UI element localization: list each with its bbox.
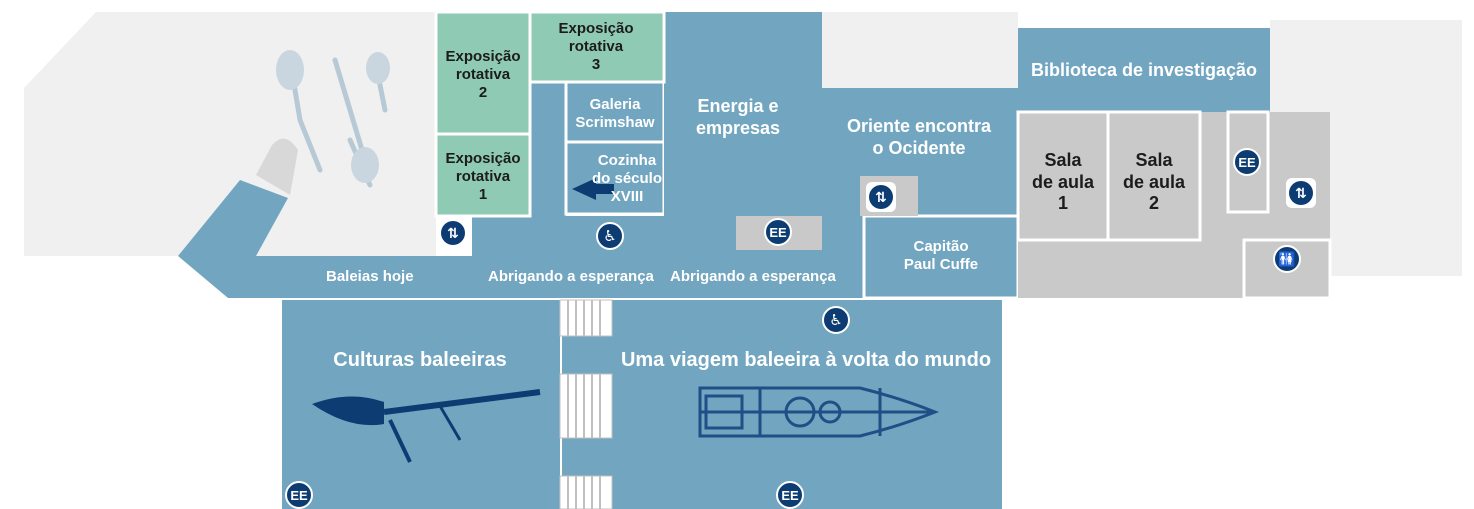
viagem-hall <box>562 300 1002 509</box>
exp2-line2: rotativa <box>455 66 511 83</box>
exp3-line1: Exposição <box>558 20 634 37</box>
label-uma-viagem-baleeira: Uma viagem baleeira à volta do mundo <box>620 349 992 371</box>
galeria-line1: Galeria <box>589 96 641 113</box>
accessible-icon: ♿ <box>596 222 624 250</box>
energia-line1: Energia e <box>697 96 779 116</box>
exp1-line1: Exposição <box>445 150 521 167</box>
cozinha-room <box>564 140 666 216</box>
accessible-icon: ♿ <box>822 306 850 334</box>
emergency-exit-icon: EE <box>764 218 792 246</box>
capitao-line2: Paul Cuffe <box>903 256 979 273</box>
sala2-line3: 2 <box>1148 193 1159 214</box>
exp1-room <box>434 132 532 218</box>
west-wing-background <box>24 12 436 256</box>
label-galeria-scrimshaw: Galeria Scrimshaw <box>566 96 664 132</box>
elevator-box: ⇅ <box>866 182 896 212</box>
sala2-room <box>1106 110 1202 242</box>
exp3-room <box>528 10 666 84</box>
elevator-box: ⇅ <box>1286 178 1316 208</box>
emergency-exit-icon: EE <box>776 481 804 509</box>
vertical-corridor <box>530 82 566 222</box>
biblioteca-room <box>1018 28 1270 112</box>
sala1-line2: de aula <box>1031 171 1095 192</box>
label-culturas-baleeiras: Culturas baleeiras <box>333 349 507 371</box>
label-exposicao-rotativa-3: Exposição rotativa 3 <box>550 20 642 74</box>
elevator-box: ⇅ <box>438 218 468 248</box>
exp3-line2: rotativa <box>568 38 624 55</box>
cozinha-line1: Cozinha <box>597 152 657 169</box>
label-biblioteca-investigacao: Biblioteca de investigação <box>1030 60 1258 80</box>
label-oriente-ocidente: Oriente encontra o Ocidente <box>838 116 1000 159</box>
exp2-line3: 2 <box>478 84 488 101</box>
oriente-line1: Oriente encontra <box>846 116 992 136</box>
north-background <box>822 12 1018 88</box>
elevator-icon: ⇅ <box>869 185 893 209</box>
label-abrigando-esperanca-west: Abrigando a esperança <box>488 268 654 285</box>
sala2-line2: de aula <box>1122 171 1186 192</box>
exp1-line3: 1 <box>478 186 488 203</box>
energia-line2: empresas <box>695 117 781 138</box>
oriente-room <box>822 88 1018 216</box>
exp2-line1: Exposição <box>445 48 521 65</box>
exp1-line2: rotativa <box>455 168 511 185</box>
label-capitao-paul-cuffe: Capitão Paul Cuffe <box>880 238 1002 274</box>
label-sala-de-aula-2: Sala de aula 2 <box>1118 150 1190 215</box>
elevator-icon: ⇅ <box>441 221 465 245</box>
energia-room <box>664 12 822 216</box>
fossil-skeletons-illustration <box>276 50 390 188</box>
label-abrigando-esperanca-east: Abrigando a esperança <box>670 268 836 285</box>
label-exposicao-rotativa-2: Exposição rotativa 2 <box>440 48 526 102</box>
label-energia-empresas: Energia e empresas <box>680 96 796 139</box>
emergency-exit-icon: EE <box>1233 148 1261 176</box>
label-exposicao-rotativa-1: Exposição rotativa 1 <box>440 150 526 204</box>
sala1-line1: Sala <box>1044 150 1082 170</box>
galeria-line2: Scrimshaw <box>575 114 655 131</box>
label-sala-de-aula-1: Sala de aula 1 <box>1028 150 1098 215</box>
ship-illustration <box>698 386 940 438</box>
stair-treads <box>567 300 601 509</box>
label-baleias-hoje: Baleias hoje <box>326 268 414 285</box>
direction-arrow-shape <box>572 178 614 200</box>
west-rounded-stair <box>256 138 298 195</box>
sala2-line1: Sala <box>1135 150 1173 170</box>
emergency-exit-icon: EE <box>285 481 313 509</box>
capitao-room <box>862 214 1020 300</box>
elevator-icon: ⇅ <box>1289 181 1313 205</box>
oriente-line2: o Ocidente <box>872 137 966 158</box>
cozinha-line2: do século <box>591 170 662 187</box>
cozinha-line3: XVIII <box>610 188 644 205</box>
label-cozinha-seculo-xviii: Cozinha do século XVIII <box>590 152 664 206</box>
capitao-line1: Capitão <box>913 238 969 255</box>
west-corridor <box>178 180 472 298</box>
whale-skeleton-illustration <box>312 389 541 463</box>
exp3-line3: 3 <box>591 56 601 73</box>
sala1-room <box>1016 110 1110 242</box>
sala1-line3: 1 <box>1057 193 1068 214</box>
restroom-icon: 🚻 <box>1273 245 1301 273</box>
